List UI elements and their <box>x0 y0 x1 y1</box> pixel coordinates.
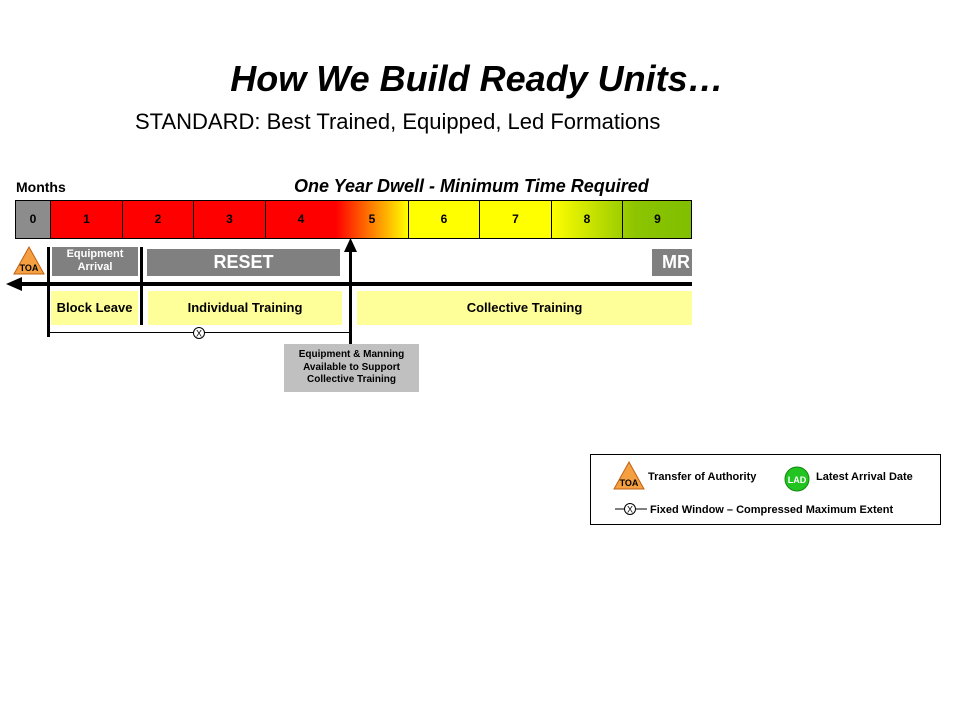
equipment-arrival-box: Equipment Arrival <box>52 247 138 276</box>
month-cell-4: 4 <box>265 201 336 238</box>
legend-fixed-marker-text: X <box>627 505 633 515</box>
arrow-up-icon <box>344 238 357 252</box>
legend-lad-text: Latest Arrival Date <box>816 471 913 483</box>
fixed-window-marker-icon: X <box>193 327 205 339</box>
dwell-label: One Year Dwell - Minimum Time Required <box>294 176 649 196</box>
page-subtitle: STANDARD: Best Trained, Equipped, Led Fo… <box>135 109 661 134</box>
note-line-1: Equipment & Manning <box>298 349 405 360</box>
legend-lad-badge-text: LAD <box>788 475 807 485</box>
legend-toa-text: Transfer of Authority <box>648 471 757 483</box>
month-cell-2: 2 <box>122 201 193 238</box>
month-cell-5: 5 <box>368 212 376 226</box>
month-cell-9: 9 <box>622 201 692 238</box>
legend-box: TOA Transfer of Authority LAD Latest Arr… <box>590 454 941 525</box>
legend-lad-circle-icon: LAD <box>784 466 810 492</box>
toa-badge-text: TOA <box>20 263 39 273</box>
page-title: How We Build Ready Units… <box>230 58 724 99</box>
month-cell-3: 3 <box>193 201 265 238</box>
month-cell-1: 1 <box>50 201 122 238</box>
month-cell-7: 7 <box>479 201 551 238</box>
month-timeline: 0 1 2 3 4 5 6 7 8 9 <box>15 200 692 239</box>
month-cell-6: 6 <box>408 201 479 238</box>
month-cell-0: 0 <box>29 212 37 226</box>
fixed-window-marker-text: X <box>196 329 202 339</box>
legend-fixed-window-icon: X <box>615 503 647 515</box>
reset-bar: RESET <box>147 249 340 276</box>
individual-training-bar: Individual Training <box>148 291 342 325</box>
timeline-arrow-line <box>18 282 692 286</box>
phase-divider-1 <box>140 247 143 325</box>
equipment-arrival-line-1: Equipment <box>66 248 124 260</box>
arrow-left-icon <box>6 277 22 291</box>
phase-divider-0 <box>47 247 50 337</box>
legend-fixed-window-text: Fixed Window – Compressed Maximum Extent <box>650 504 894 516</box>
phase-divider-2 <box>349 250 352 360</box>
equipment-manning-note: Equipment & Manning Available to Support… <box>284 344 419 392</box>
note-line-3: Collective Training <box>307 374 396 385</box>
months-label: Months <box>16 179 66 195</box>
month-cell-8: 8 <box>551 201 622 238</box>
block-leave-bar: Block Leave <box>51 291 138 325</box>
toa-triangle-icon: TOA <box>13 245 45 275</box>
equipment-arrival-line-2: Arrival <box>77 261 113 273</box>
mr-bar: MR <box>652 249 692 276</box>
legend-toa-triangle-icon: TOA <box>613 460 645 490</box>
collective-training-bar: Collective Training <box>357 291 692 325</box>
legend-toa-badge-text: TOA <box>620 478 639 488</box>
note-line-2: Available to Support <box>303 361 400 373</box>
